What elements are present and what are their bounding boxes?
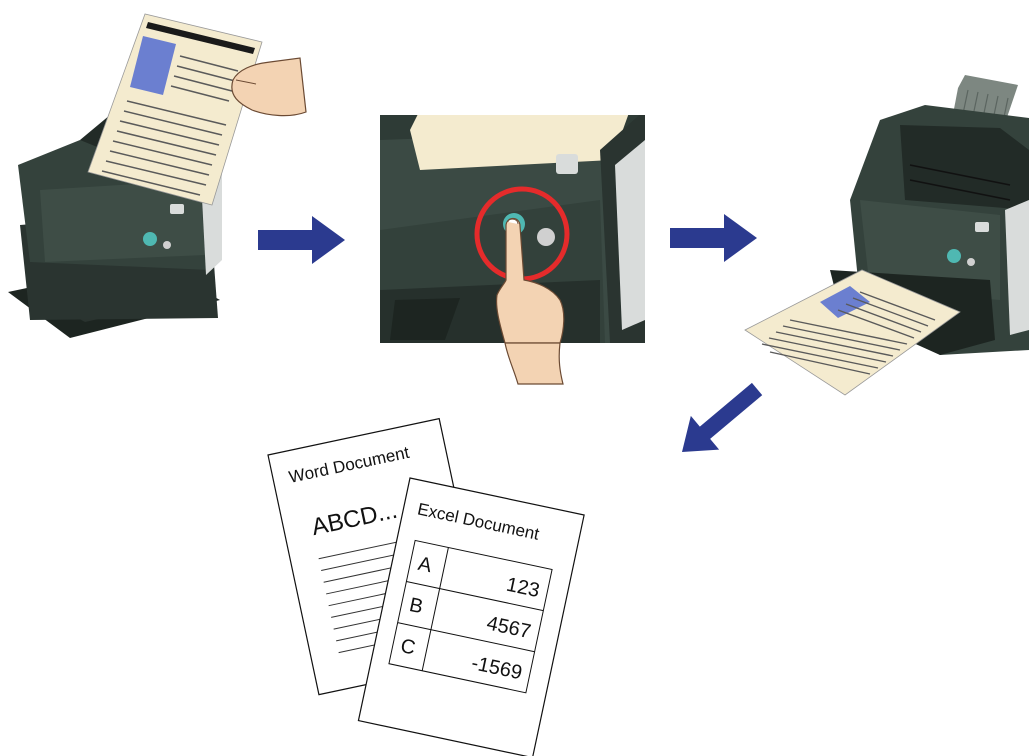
scan-button-icon: [947, 249, 961, 263]
scan-button-closeup: [380, 110, 645, 343]
scanner-loading-paper: [8, 14, 306, 338]
scanner-outputting-paper: [745, 75, 1029, 395]
paper-sheet: [88, 14, 262, 205]
arrow-right-icon: [258, 216, 345, 264]
arrow-down-left-icon: [668, 372, 771, 469]
scan-button-icon: [143, 232, 157, 246]
arrow-right-icon: [670, 214, 757, 262]
